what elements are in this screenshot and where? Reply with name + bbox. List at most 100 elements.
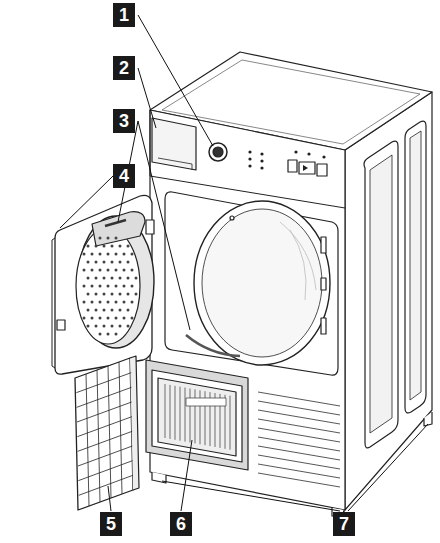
filter-perforation: [83, 317, 86, 320]
filter-perforation: [131, 285, 134, 288]
condenser-grid: [230, 396, 231, 450]
air-vents: [258, 437, 340, 451]
filter-perforation: [87, 309, 90, 312]
filter-perforation: [119, 309, 122, 312]
leader-line: [181, 440, 192, 511]
side-panel: [410, 131, 421, 400]
filter-perforation: [95, 261, 98, 264]
air-vents: [258, 392, 340, 487]
drum-opening: [165, 192, 338, 375]
filter-perforation: [115, 333, 118, 336]
condenser-compartment: [146, 360, 248, 470]
leader-line: [138, 121, 190, 330]
condenser-grid: [195, 389, 196, 443]
air-vents: [258, 455, 340, 469]
condenser-compartment: [146, 360, 248, 470]
filter-perforation: [127, 261, 130, 264]
filter-perforation: [107, 269, 110, 272]
door: [52, 238, 55, 368]
flap-grid: [77, 387, 132, 407]
leader-line: [60, 176, 113, 228]
drum-opening: [194, 201, 330, 365]
condenser-compartment: [152, 370, 242, 462]
filter-perforation: [103, 245, 106, 248]
filter-perforation: [95, 293, 98, 296]
filter-perforation: [87, 277, 90, 280]
control-buttons: [307, 152, 310, 155]
drum-opening: [230, 216, 234, 220]
adjustable-foot: [152, 412, 432, 518]
callout-number: 5: [100, 512, 122, 536]
control-buttons: [248, 150, 251, 153]
filter-perforation: [95, 325, 98, 328]
flap-grid: [79, 475, 133, 495]
leader-line: [138, 68, 156, 128]
filter-perforation: [107, 253, 110, 256]
filter-perforation: [83, 269, 86, 272]
filter-perforation: [131, 253, 134, 256]
filter-perforation: [91, 269, 94, 272]
filter-perforation: [91, 317, 94, 320]
filter-perforation: [119, 325, 122, 328]
filter-perforation: [83, 237, 138, 336]
filter-perforation: [107, 317, 110, 320]
filter-perforation: [135, 293, 138, 296]
air-vents: [258, 401, 340, 415]
filter-perforation: [111, 309, 114, 312]
program-knob: [209, 143, 227, 161]
condenser-grid: [190, 389, 191, 443]
air-vents: [258, 446, 340, 460]
control-buttons: [299, 162, 315, 174]
drum-opening: [321, 278, 326, 290]
leader-line: [138, 15, 213, 146]
condenser-grid: [185, 388, 186, 442]
door: [57, 320, 65, 330]
filter-perforation: [123, 253, 126, 256]
filter-perforation: [103, 261, 106, 264]
leader-line: [60, 15, 428, 518]
condenser-grid: [180, 387, 181, 441]
filter-perforation: [83, 301, 86, 304]
fluff-filter: [92, 212, 145, 246]
plinth-flap: [75, 356, 139, 510]
filter-perforation: [119, 261, 122, 264]
flap-grid: [86, 374, 89, 506]
filter-perforation: [127, 293, 130, 296]
filter-perforation: [87, 325, 90, 328]
leader-line: [108, 486, 111, 511]
side-panel: [345, 92, 432, 510]
flap-grid: [76, 362, 132, 506]
control-buttons: [248, 157, 251, 160]
water-container-drawer: [152, 118, 196, 170]
filter-perforation: [107, 301, 110, 304]
door: [55, 195, 152, 374]
flap-grid: [119, 362, 122, 494]
control-buttons: [248, 164, 251, 167]
fluff-filter: [105, 220, 126, 226]
filter-perforation: [83, 285, 86, 288]
filter-perforation: [131, 317, 134, 320]
callout-number: 7: [333, 512, 355, 536]
filter-perforation: [87, 293, 90, 296]
filter-perforation: [127, 325, 130, 328]
filter-perforation: [115, 269, 118, 272]
control-buttons: [303, 165, 308, 171]
filter-perforation: [115, 253, 118, 256]
flap-grid: [78, 461, 132, 481]
filter-perforation: [99, 269, 102, 272]
air-vents: [258, 428, 340, 442]
filter-perforation: [91, 285, 94, 288]
plinth-flap: [130, 356, 139, 490]
drum-opening: [165, 192, 338, 375]
control-buttons: [260, 152, 263, 155]
filter-perforation: [83, 253, 86, 256]
control-buttons: [317, 164, 327, 176]
filter-perforation: [123, 269, 126, 272]
drum-opening: [321, 237, 326, 253]
filter-perforation: [99, 301, 102, 304]
water-container-drawer: [158, 158, 192, 170]
callout-number: 6: [170, 512, 192, 536]
condenser-grid: [175, 386, 176, 440]
condenser-compartment: [158, 378, 236, 456]
